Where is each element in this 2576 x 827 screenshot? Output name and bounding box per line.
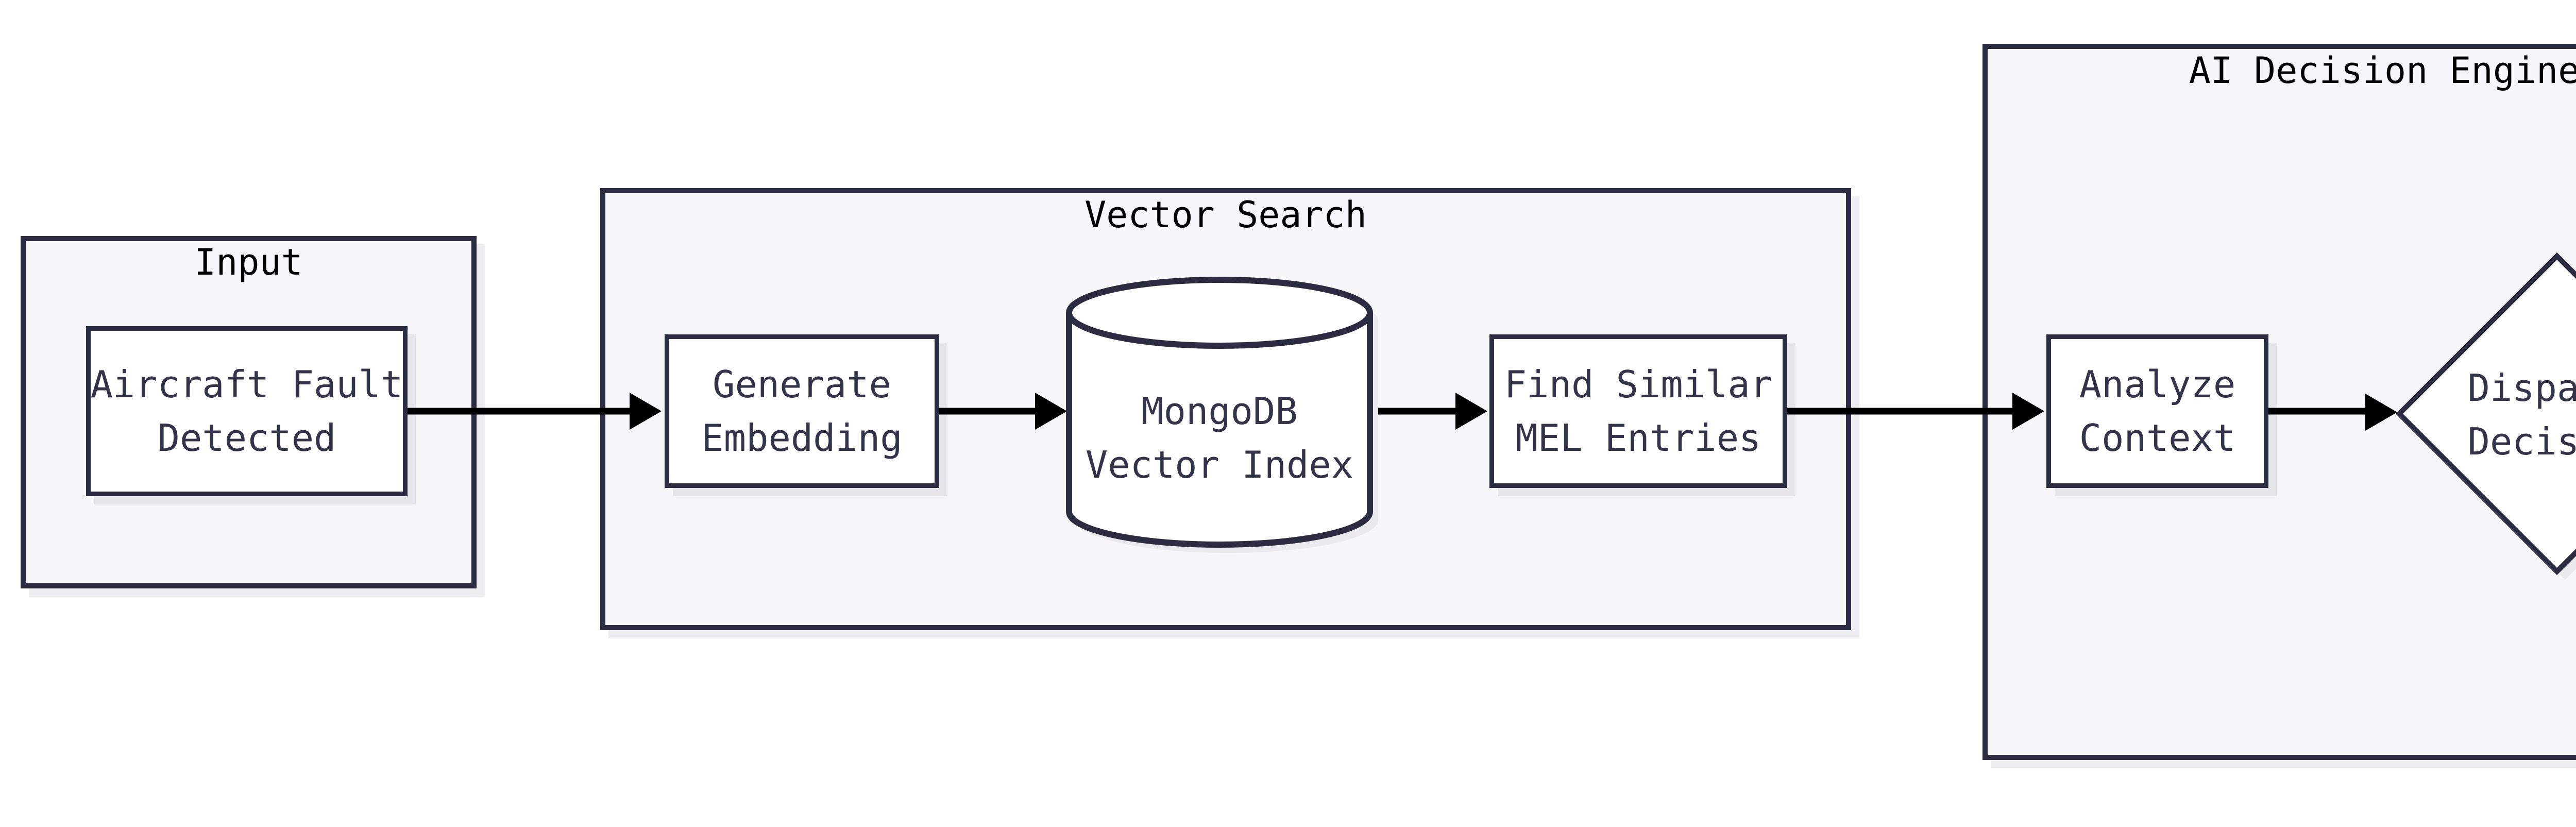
arrowhead-icon	[2365, 394, 2397, 431]
node-label-line: MEL Entries	[1515, 416, 1761, 460]
arrowhead-icon	[1035, 393, 1067, 430]
node-analyze-context: Analyze Context	[2046, 334, 2268, 488]
node-aircraft-fault-detected: Aircraft Fault Detected	[86, 326, 408, 496]
node-label-line: Aircraft Fault	[90, 363, 403, 406]
node-generate-embedding: Generate Embedding	[665, 334, 939, 488]
node-label-line: Generate	[713, 363, 891, 406]
node-label-line: Find Similar	[1504, 363, 1773, 406]
node-label-line: Context	[2079, 416, 2236, 460]
node-label-line: Detected	[157, 416, 336, 460]
arrowhead-icon	[1455, 393, 1487, 430]
arrowheads	[630, 393, 2397, 431]
subgraph-ai-decision-engine-title: AI Decision Engine	[2189, 49, 2576, 92]
database-cylinder-icon	[1066, 277, 1378, 553]
subgraph-vector-search-title: Vector Search	[1084, 194, 1367, 236]
node-label-line: Embedding	[701, 416, 903, 460]
edge-lines	[408, 408, 2365, 415]
subgraph-input-title: Input	[194, 241, 303, 283]
arrowhead-icon	[2012, 393, 2044, 430]
node-find-similar-mel-entries: Find Similar MEL Entries	[1489, 334, 1787, 488]
arrowhead-icon	[630, 393, 662, 430]
node-label-line: Analyze	[2079, 363, 2236, 406]
decision-diamond-shape	[2395, 252, 2576, 576]
